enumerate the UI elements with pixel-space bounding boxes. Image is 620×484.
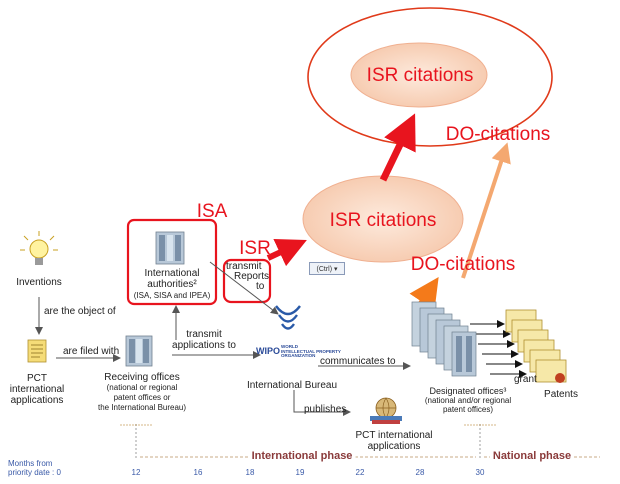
certificate-icon xyxy=(505,309,567,383)
grant-label: grant xyxy=(514,374,537,385)
designated-offices-label: Designated offices³ (national and/or reg… xyxy=(424,386,512,415)
transmit-applications-label: transmit applications to xyxy=(172,329,236,351)
do-citations-upper-arrow xyxy=(461,142,511,279)
isr-citations-inner-label: ISR citations xyxy=(329,210,437,231)
international-authorities-label: International authorities² (ISA, SISA an… xyxy=(133,268,211,300)
month-tick-label: 18 xyxy=(245,468,255,477)
communicates-to-label: communicates to xyxy=(320,356,396,367)
isa-label: ISA xyxy=(196,201,228,222)
isr-citations-top-ellipse xyxy=(350,42,488,108)
isr-to-isr-arrow xyxy=(379,113,416,182)
national-phase-label: National phase xyxy=(489,450,575,463)
month-tick-label: 12 xyxy=(131,468,141,477)
building-icon xyxy=(125,335,153,367)
reports-box xyxy=(222,258,272,304)
publishes-label: publishes xyxy=(304,404,347,415)
pct-publications-label: PCT international applications xyxy=(355,430,433,452)
do-citations-upper-label: DO-citations xyxy=(445,124,551,145)
isr-label: ISR xyxy=(239,238,271,259)
are-filed-with-label: are filed with xyxy=(63,346,120,357)
ctrl-paste-options-button[interactable]: (Ctrl) ▾ xyxy=(309,262,345,275)
document-icon xyxy=(27,339,47,363)
wipo-to-publications-arrow xyxy=(293,390,351,416)
transmit-reports-label: transmit Reports to xyxy=(226,261,270,292)
isr-citations-outer-label: ISR citations xyxy=(366,65,474,86)
inventions-label: Inventions xyxy=(16,277,62,288)
are-the-object-of-label: are the object of xyxy=(44,306,116,317)
receiving-offices-label: Receiving offices (national or regional … xyxy=(97,372,187,413)
international-bureau-label: International Bureau xyxy=(246,380,338,391)
wipo-logo-icon xyxy=(275,305,301,330)
isr-arrow xyxy=(266,238,307,267)
building-icon xyxy=(411,301,477,377)
building-icon xyxy=(155,231,185,265)
month-tick-label: 22 xyxy=(355,468,365,477)
pct-applications-label: PCT international applications xyxy=(9,373,65,406)
month-tick-label: 19 xyxy=(295,468,305,477)
wipo-subtitle: WORLD INTELLECTUAL PROPERTY ORGANIZATION xyxy=(281,344,341,359)
month-tick-label: 16 xyxy=(193,468,203,477)
patents-label: Patents xyxy=(544,389,578,400)
month-tick-label: 30 xyxy=(475,468,485,477)
isa-box xyxy=(126,218,218,306)
globe-icon xyxy=(370,397,402,424)
month-tick-label: 28 xyxy=(415,468,425,477)
timeline-axis-label: Months from priority date : 0 xyxy=(8,459,61,477)
authorities-to-wipo-arrow xyxy=(209,261,279,315)
lightbulb-icon xyxy=(20,231,58,265)
wipo-logo-text: WIPO xyxy=(256,346,280,356)
do-citations-lower-label: DO-citations xyxy=(410,254,516,275)
international-phase-label: International phase xyxy=(248,450,356,463)
